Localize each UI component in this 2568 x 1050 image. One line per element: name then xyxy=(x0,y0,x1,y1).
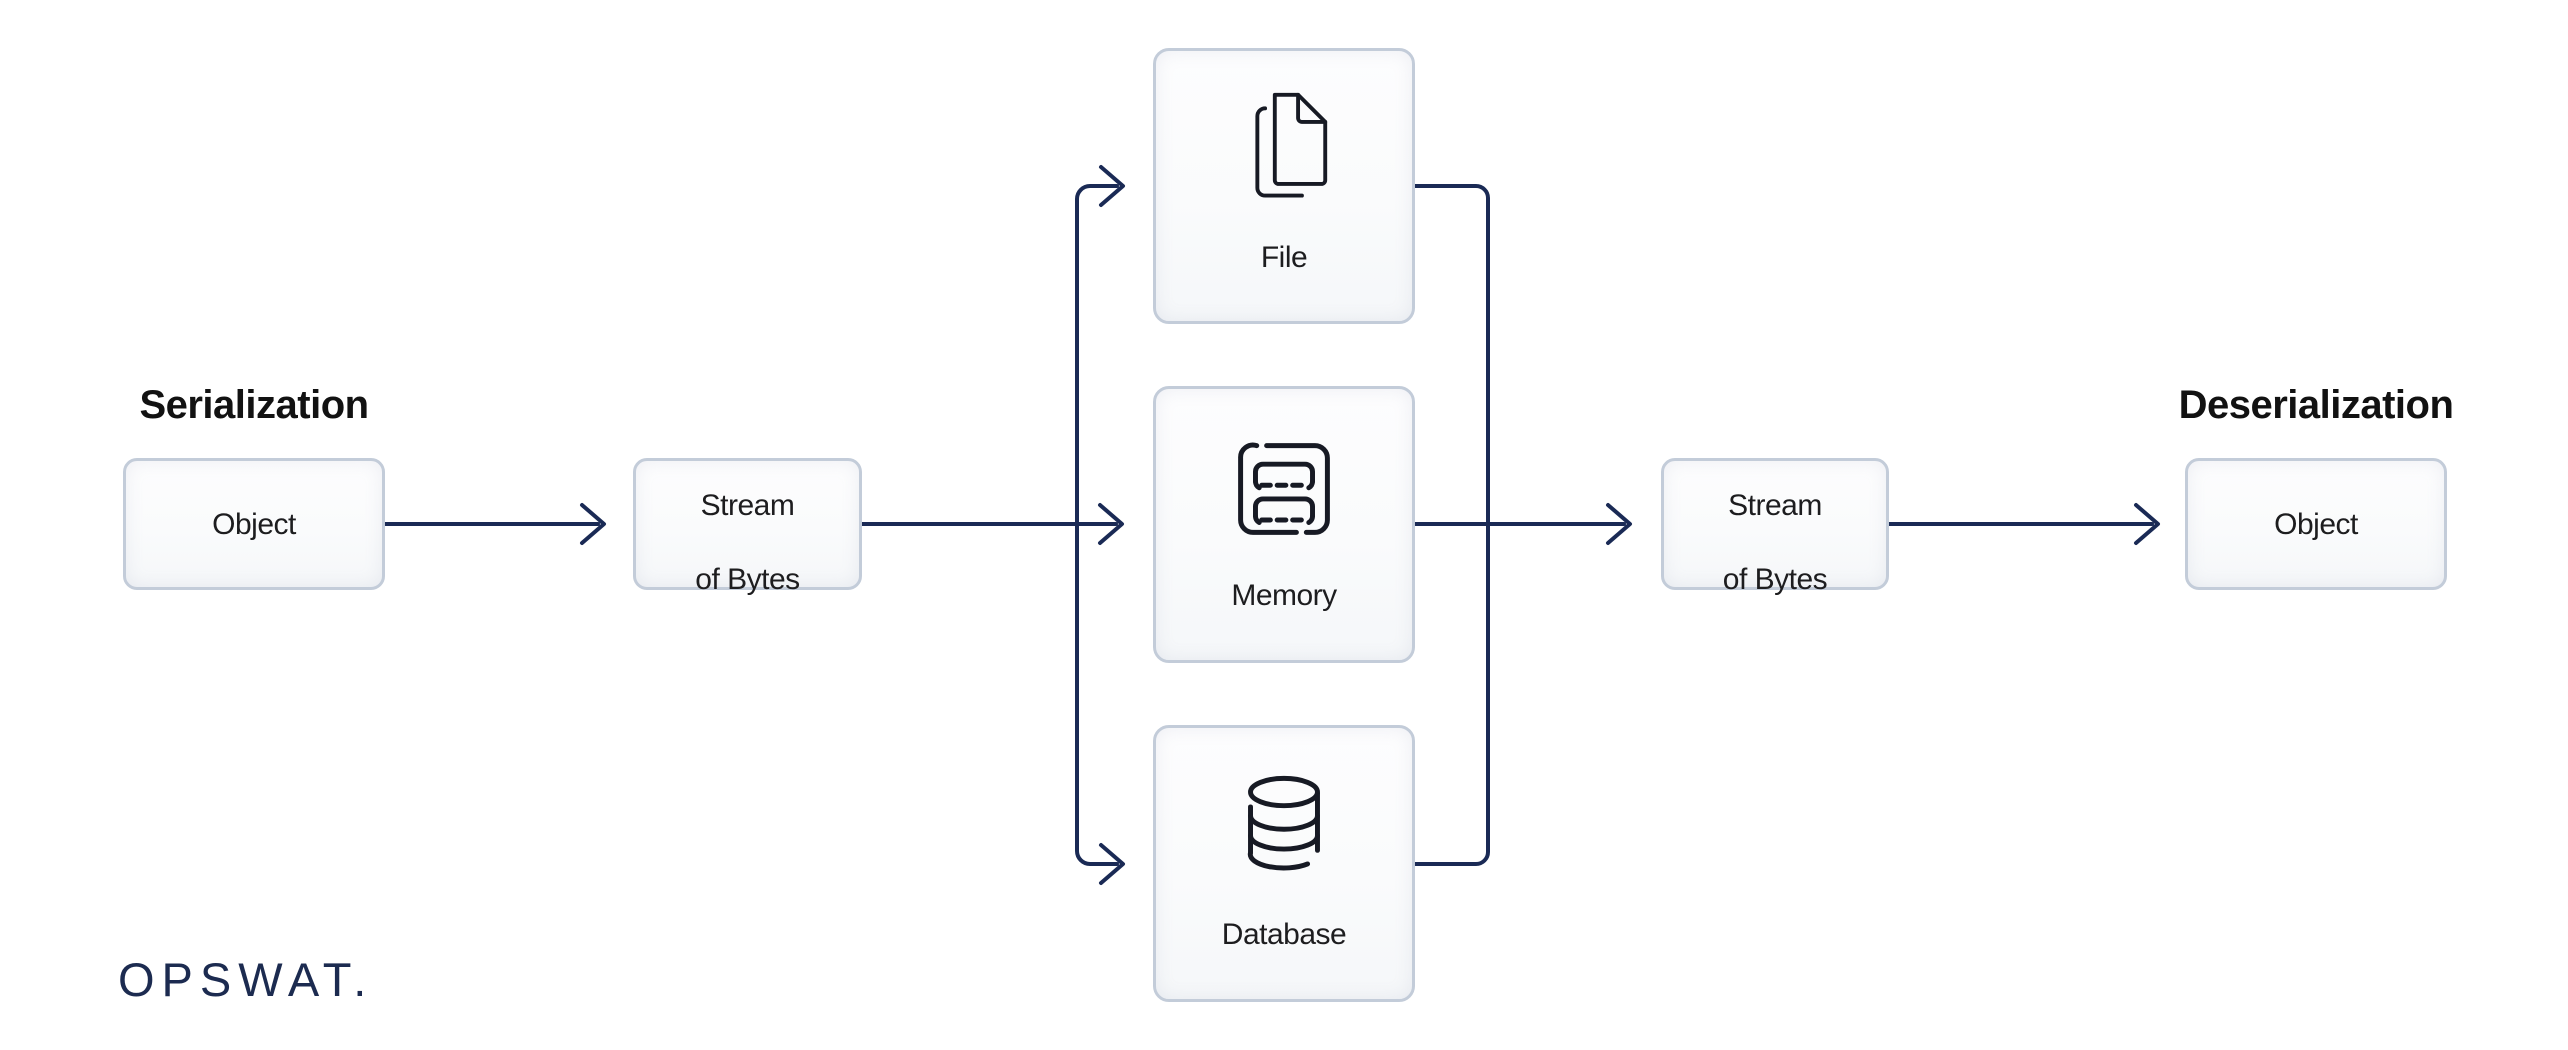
node-stream-left-label: Stream of Bytes xyxy=(695,450,800,598)
memory-icon xyxy=(1222,425,1346,553)
arrow-memory-to-stream xyxy=(1413,503,1632,545)
stream-right-line2: of Bytes xyxy=(1722,563,1828,596)
converge-line-from-file-and-database xyxy=(1413,184,1490,866)
node-database-label: Database xyxy=(1221,918,1347,951)
node-memory-label: Memory xyxy=(1231,579,1337,612)
stream-right-line1: Stream xyxy=(1728,489,1822,522)
node-object-right-label: Object xyxy=(2274,507,2358,541)
node-stream-right-label: Stream of Bytes xyxy=(1722,450,1828,598)
stream-left-line1: Stream xyxy=(700,489,795,522)
node-file-label: File xyxy=(1260,241,1308,274)
branch-line-to-file-and-database xyxy=(1075,165,1125,885)
node-stream-left: Stream of Bytes xyxy=(633,458,862,596)
node-stream-right: Stream of Bytes xyxy=(1661,458,1889,596)
node-object-left-label: Object xyxy=(212,507,296,541)
arrow-stream-to-memory xyxy=(860,503,1124,545)
database-icon xyxy=(1222,764,1346,892)
node-file: File xyxy=(1153,48,1415,324)
arrow-object-to-stream xyxy=(383,503,606,545)
stream-left-line2: of Bytes xyxy=(695,563,800,596)
node-object-left: Object xyxy=(123,458,385,590)
arrow-stream-to-object xyxy=(1887,503,2160,545)
opswat-logo: OPSWAT. xyxy=(118,953,374,1006)
file-icon xyxy=(1236,87,1333,215)
node-object-right: Object xyxy=(2185,458,2447,590)
deserialization-heading: Deserialization xyxy=(2178,383,2454,427)
node-memory: Memory xyxy=(1153,386,1415,663)
serialization-heading: Serialization xyxy=(139,383,369,427)
node-database: Database xyxy=(1153,725,1415,1002)
